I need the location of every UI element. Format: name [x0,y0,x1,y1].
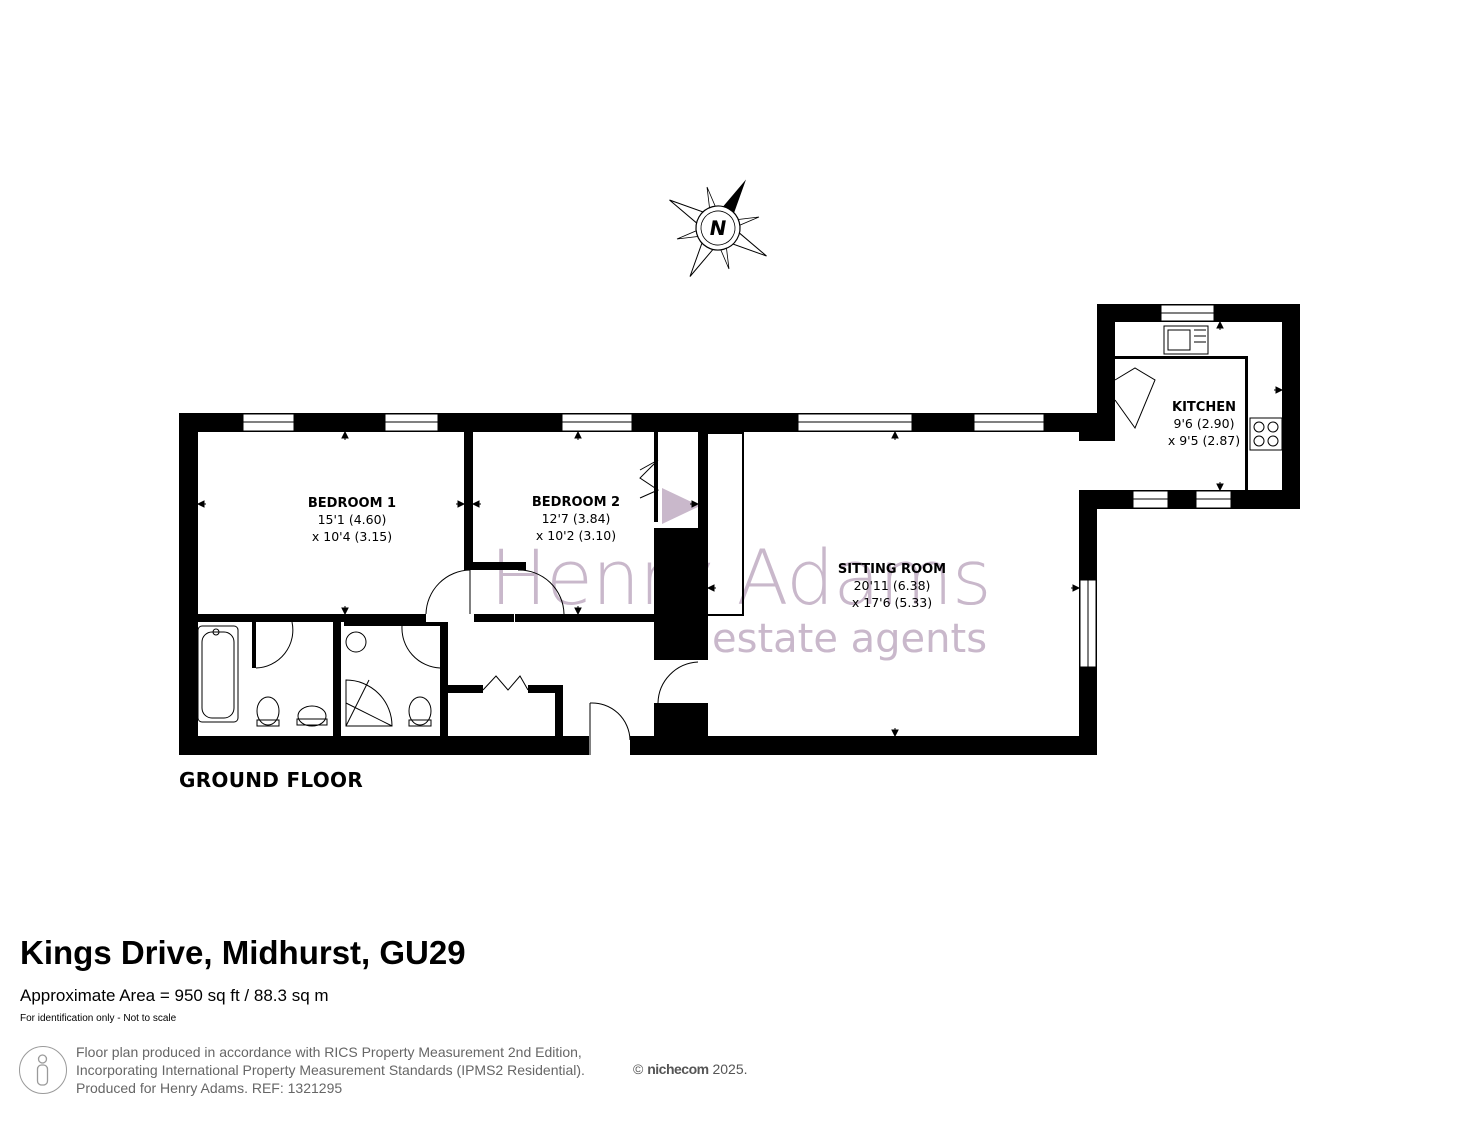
watermark-line1: Henry Adams [490,533,991,622]
dimension-arrows [196,320,1284,738]
compass-icon: N [669,179,767,277]
bathtub-icon [197,625,239,723]
room-name: SITTING ROOM [838,562,946,577]
sink-icon [1163,325,1209,355]
property-address: Kings Drive, Midhurst, GU29 [20,934,466,971]
room-dimension: 15'1 (4.60) [318,512,387,527]
disclaimer-line: Floor plan produced in accordance with R… [76,1044,582,1060]
doors [255,367,1156,755]
room-name: KITCHEN [1172,400,1236,415]
room-name: BEDROOM 1 [308,496,396,511]
copyright-brand: nichecom [647,1061,709,1077]
watermark: Henry Adams estate agents [490,488,992,662]
room-sitting-room: SITTING ROOM 20'11 (6.38) x 17'6 (5.33) [838,562,946,610]
disclaimer-line: Produced for Henry Adams. REF: 1321295 [76,1080,343,1096]
room-dimension: x 17'6 (5.33) [852,595,932,610]
room-dimension: x 9'5 (2.87) [1168,433,1240,448]
hob-icon [1249,417,1283,451]
disclaimer: Floor plan produced in accordance with R… [76,1043,585,1097]
fixtures [197,325,1283,727]
room-bedroom-2: BEDROOM 2 12'7 (3.84) x 10'2 (3.10) [532,495,620,543]
copyright-year: 2025. [712,1061,748,1077]
room-bedroom-1: BEDROOM 1 15'1 (4.60) x 10'4 (3.15) [308,496,396,544]
room-kitchen: KITCHEN 9'6 (2.90) x 9'5 (2.87) [1168,400,1240,448]
floor-label: GROUND FLOOR [179,768,364,792]
room-dimension: x 10'2 (3.10) [536,528,616,543]
toilet-icon-2 [408,696,432,726]
room-dimension: 9'6 (2.90) [1174,416,1235,431]
person-info-icon [19,1046,67,1094]
basin-icon [297,705,327,727]
copyright-symbol: © [633,1061,644,1077]
watermark-line2: estate agents [712,616,987,662]
shower-icon [345,679,393,727]
disclaimer-line: Incorporating International Property Mea… [76,1062,585,1078]
room-dimension: x 10'4 (3.15) [312,529,392,544]
room-dimension: 12'7 (3.84) [542,511,611,526]
basin-icon-2 [345,631,367,653]
floor-plan: N Henry Adams estate agents [179,179,1300,755]
toilet-icon [256,696,280,726]
identification-note: For identification only - Not to scale [20,1013,177,1024]
copyright: © nichecom 2025. [633,1061,748,1077]
room-name: BEDROOM 2 [532,495,620,510]
compass-north-label: N [708,216,729,240]
room-dimension: 20'11 (6.38) [854,578,931,593]
windows [242,304,1232,668]
approximate-area: Approximate Area = 950 sq ft / 88.3 sq m [20,986,329,1005]
